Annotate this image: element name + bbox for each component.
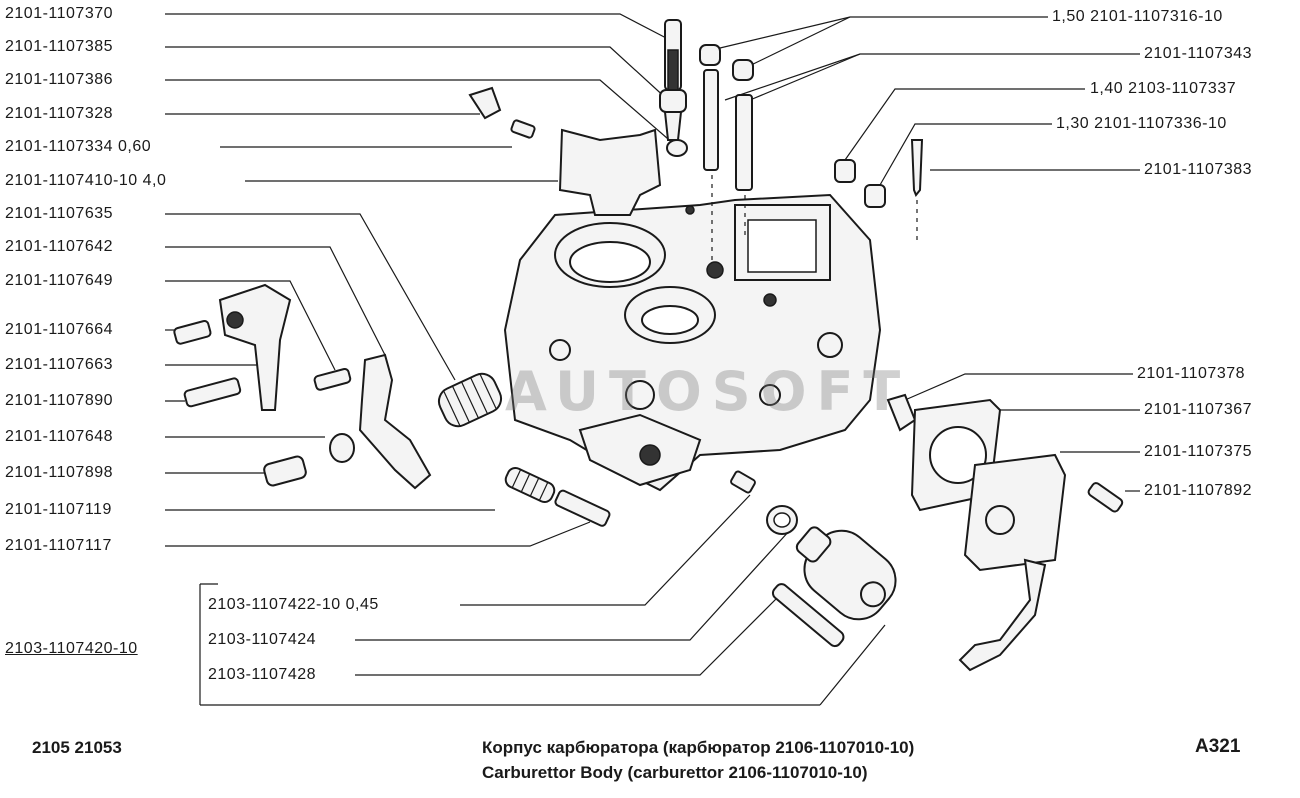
model-numbers: 2105 21053	[32, 738, 122, 757]
part-label: 2101-1107328	[5, 105, 114, 122]
jets-and-tubes	[659, 19, 924, 260]
assembly-code: 2103-1107420-10	[5, 640, 138, 657]
leader-lines-right	[719, 16, 1140, 492]
part-label: 2101-1107642	[5, 238, 114, 255]
small-parts-left	[173, 86, 611, 527]
part-label: 2101-1107635	[5, 205, 114, 222]
part-label: 2101-1107370	[5, 5, 114, 22]
watermark: AUTOSOFT	[505, 360, 911, 423]
title-russian: Корпус карбюратора (карбюратор 2106-1107…	[482, 738, 915, 757]
part-label: 2101-1107367	[1144, 401, 1253, 418]
assembly-item: 2103-1107422-10 0,45	[208, 596, 379, 613]
carburettor-body	[503, 193, 882, 492]
assembly-item: 2103-1107424	[208, 631, 317, 648]
part-label: 2101-1107649	[5, 272, 114, 289]
part-label: 2101-1107334 0,60	[5, 138, 152, 155]
part-label: 2101-1107648	[5, 428, 114, 445]
assembly-item: 2103-1107428	[208, 666, 317, 683]
air-tube-housing	[558, 128, 662, 216]
part-label: 1,50 2101-1107316-10	[1052, 8, 1223, 25]
part-label: 2101-1107386	[5, 71, 114, 88]
part-label: 2101-1107383	[1144, 161, 1253, 178]
page-code: А321	[1195, 736, 1241, 757]
part-label: 2101-1107375	[1144, 443, 1253, 460]
part-label: 2101-1107892	[1144, 482, 1253, 499]
part-label: 2101-1107664	[5, 321, 114, 338]
part-label: 2101-1107343	[1144, 45, 1253, 62]
part-label: 2101-1107117	[5, 537, 112, 554]
part-label: 1,30 2101-1107336-10	[1056, 115, 1227, 132]
part-label: 2101-1107410-10 4,0	[5, 172, 167, 189]
lower-parts	[730, 393, 1124, 672]
title-english: Carburettor Body (carburettor 2106-11070…	[482, 763, 868, 782]
assembly-bracket	[199, 494, 886, 706]
part-label: 2101-1107663	[5, 356, 114, 373]
part-label: 2101-1107898	[5, 464, 114, 481]
part-label: 1,40 2103-1107337	[1090, 80, 1237, 97]
leader-lines-left	[165, 13, 676, 547]
part-label: 2101-1107890	[5, 392, 114, 409]
part-label: 2101-1107119	[5, 501, 112, 518]
part-label: 2101-1107385	[5, 38, 114, 55]
part-label: 2101-1107378	[1137, 365, 1246, 382]
